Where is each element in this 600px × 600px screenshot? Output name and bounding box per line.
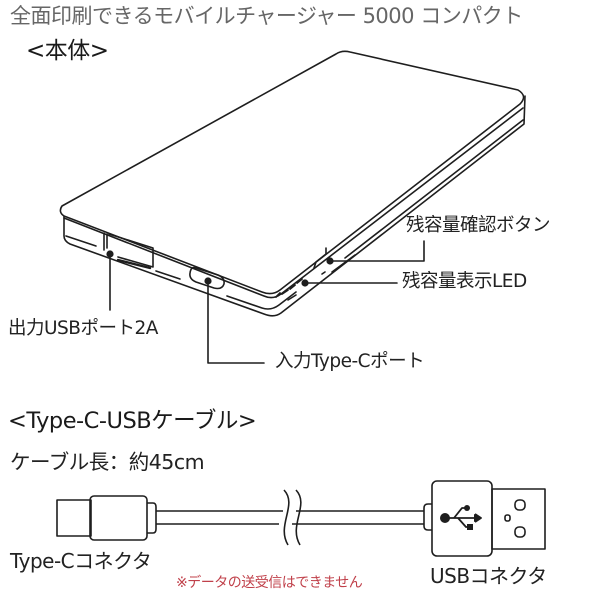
usb-output-port bbox=[103, 232, 154, 270]
product-title: 全面印刷できるモバイルチャージャー 5000 コンパクト bbox=[10, 4, 523, 28]
label-typec-input-port: 入力Type-Cポート bbox=[275, 351, 425, 372]
data-transfer-note: ※データの送受信はできません bbox=[176, 575, 363, 591]
power-bank-device bbox=[59, 50, 526, 317]
label-check-button: 残容量確認ボタン bbox=[406, 215, 551, 236]
label-usb-output-port: 出力USBポート2A bbox=[8, 318, 158, 339]
usb-connector bbox=[423, 480, 546, 557]
label-usb-connector: USBコネクタ bbox=[430, 564, 547, 588]
cable-length: ケーブル長：約45cm bbox=[10, 450, 205, 474]
leader-typec-in bbox=[207, 280, 265, 364]
typec-connector bbox=[56, 495, 157, 541]
typec-usb-cable bbox=[56, 480, 546, 557]
led-indicators bbox=[275, 278, 303, 298]
body-section-heading: <本体> bbox=[26, 38, 109, 64]
leader-check-button bbox=[329, 240, 425, 262]
label-led: 残容量表示LED bbox=[402, 271, 527, 292]
check-button-mark bbox=[313, 247, 327, 269]
typec-input-port bbox=[189, 266, 225, 290]
cable-section-heading: <Type-C-USBケーブル> bbox=[8, 408, 257, 434]
label-typec-connector: Type-Cコネクタ bbox=[10, 549, 152, 573]
